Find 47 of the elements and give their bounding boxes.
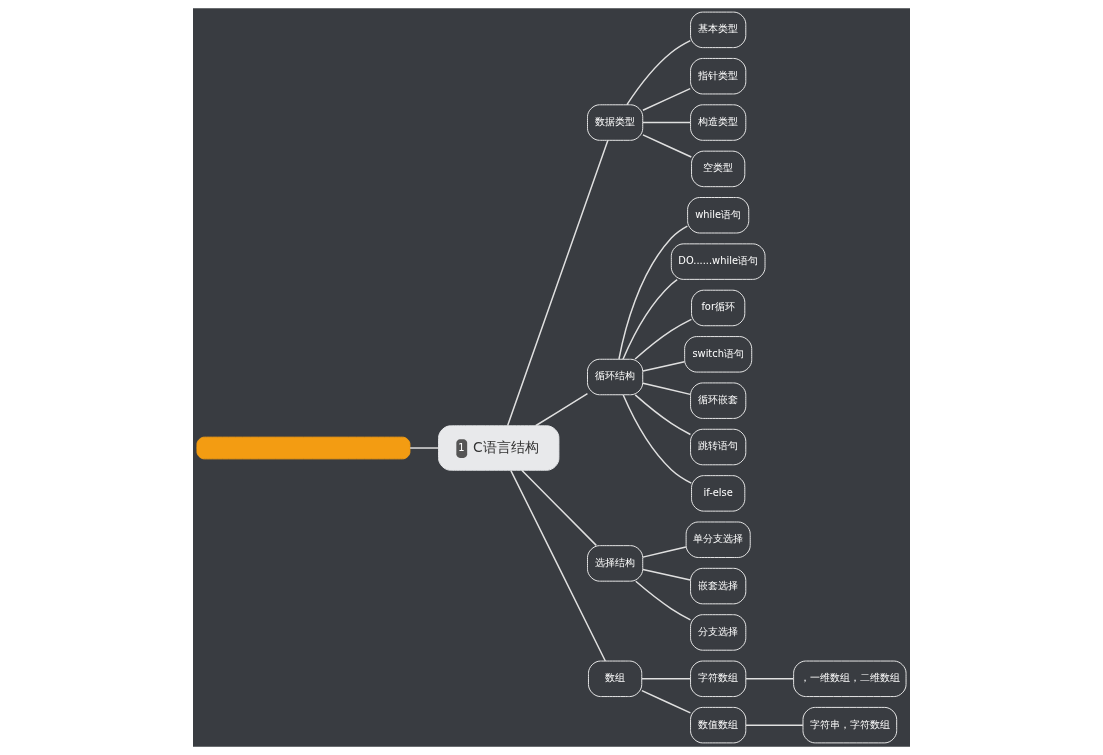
node-box: 1 C语言结构 bbox=[438, 425, 560, 471]
node-box: 分支选择 bbox=[690, 614, 747, 651]
node-box: 数据类型 bbox=[587, 104, 644, 141]
connector bbox=[521, 469, 597, 547]
connector bbox=[745, 724, 804, 726]
node-box: 空类型 bbox=[691, 150, 746, 188]
connector bbox=[642, 87, 691, 111]
node-box: 循环嵌套 bbox=[690, 382, 747, 419]
connector bbox=[635, 580, 692, 621]
node-box: if-else bbox=[691, 475, 746, 512]
connector bbox=[641, 678, 692, 680]
connector bbox=[626, 39, 691, 106]
node-box: 数值数组 bbox=[690, 706, 747, 744]
node-box: 构造类型 bbox=[690, 104, 747, 141]
connector bbox=[409, 447, 440, 449]
node-box: 跳转语句 bbox=[690, 428, 747, 466]
connector bbox=[642, 360, 686, 372]
node-box: 选择结构 bbox=[587, 545, 644, 582]
connector bbox=[506, 139, 609, 427]
connector bbox=[622, 394, 692, 484]
node-box: while语句 bbox=[687, 197, 750, 234]
node-box: 单分支选择 bbox=[685, 521, 751, 558]
node-box: ，一维数组，二维数组 bbox=[793, 660, 907, 698]
node-box bbox=[196, 436, 411, 460]
node-box: 字符数组 bbox=[690, 660, 747, 698]
connector bbox=[641, 689, 692, 714]
connector bbox=[642, 382, 691, 396]
node-box: 嵌套选择 bbox=[690, 567, 747, 605]
connector bbox=[634, 394, 692, 436]
node-box: DO......while语句 bbox=[670, 243, 766, 280]
node-box: 循环结构 bbox=[587, 358, 644, 396]
node-box: 指针类型 bbox=[690, 57, 747, 95]
node-box: switch语句 bbox=[684, 336, 753, 373]
connector bbox=[634, 318, 693, 360]
connector bbox=[642, 546, 687, 558]
connector bbox=[534, 392, 589, 427]
connector bbox=[618, 225, 689, 360]
node-box: 基本类型 bbox=[690, 11, 747, 49]
connector bbox=[510, 469, 607, 662]
connector bbox=[622, 278, 678, 360]
node-box: for循环 bbox=[691, 289, 746, 327]
connector bbox=[642, 121, 691, 124]
node-box: 数组 bbox=[588, 660, 643, 698]
node-box: 字符串，字符数组 bbox=[802, 706, 898, 744]
connector bbox=[642, 134, 693, 158]
connector bbox=[745, 678, 795, 680]
connector bbox=[642, 568, 691, 581]
